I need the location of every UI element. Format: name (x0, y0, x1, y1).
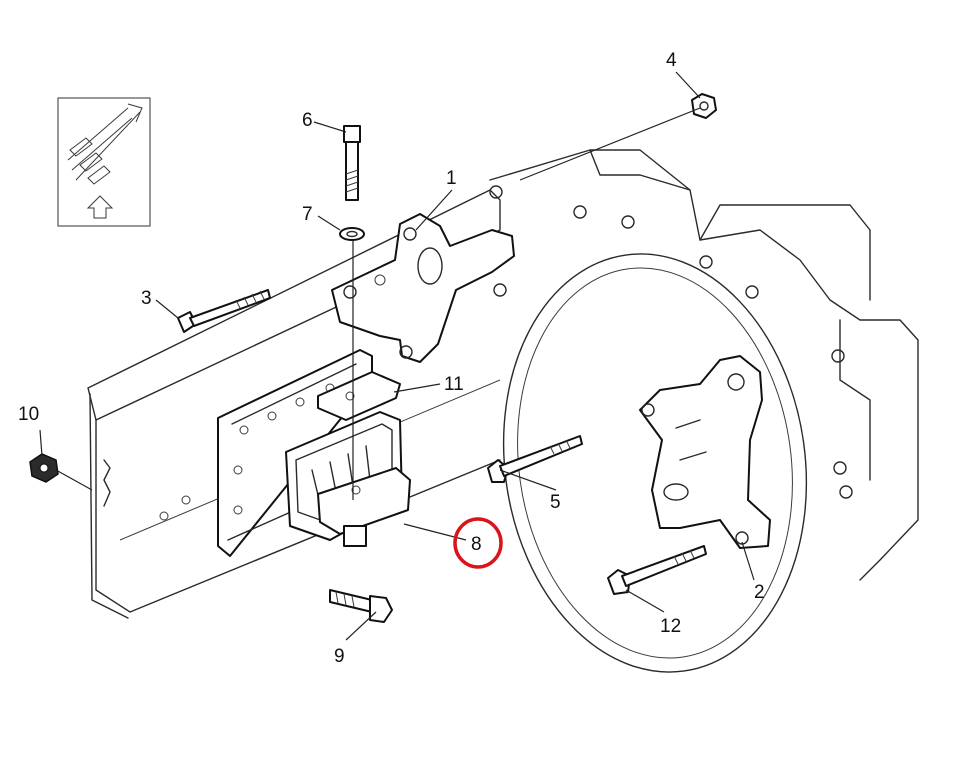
upper-bracket (331, 213, 515, 363)
callout-12: 12 (660, 616, 681, 637)
callout-9: 9 (334, 646, 345, 667)
callout-8: 8 (471, 534, 482, 555)
bolt-12 (607, 545, 707, 595)
callout-3: 3 (141, 288, 152, 309)
bolt-3 (177, 289, 271, 333)
bolt-9 (329, 589, 393, 623)
nut-4 (691, 93, 717, 119)
callout-11: 11 (444, 374, 464, 395)
washer-7 (339, 227, 365, 241)
callout-10: 10 (18, 404, 39, 425)
flywheel-housing (489, 149, 919, 673)
callout-8-highlight-ring (453, 517, 503, 569)
engine-mount-rubber (285, 411, 411, 547)
callout-6: 6 (302, 110, 313, 131)
leader-lines (39, 71, 755, 641)
bolt-5 (487, 435, 583, 483)
nut-10 (29, 453, 59, 483)
right-bracket (639, 355, 771, 549)
bolt-6 (343, 125, 361, 201)
callout-7: 7 (302, 204, 313, 225)
spacer-plate (317, 371, 401, 421)
callout-5: 5 (550, 492, 561, 513)
callout-4: 4 (666, 50, 677, 71)
callout-1: 1 (446, 168, 457, 189)
forward-direction-arrow-icon (57, 97, 151, 227)
callout-2: 2 (754, 582, 765, 603)
